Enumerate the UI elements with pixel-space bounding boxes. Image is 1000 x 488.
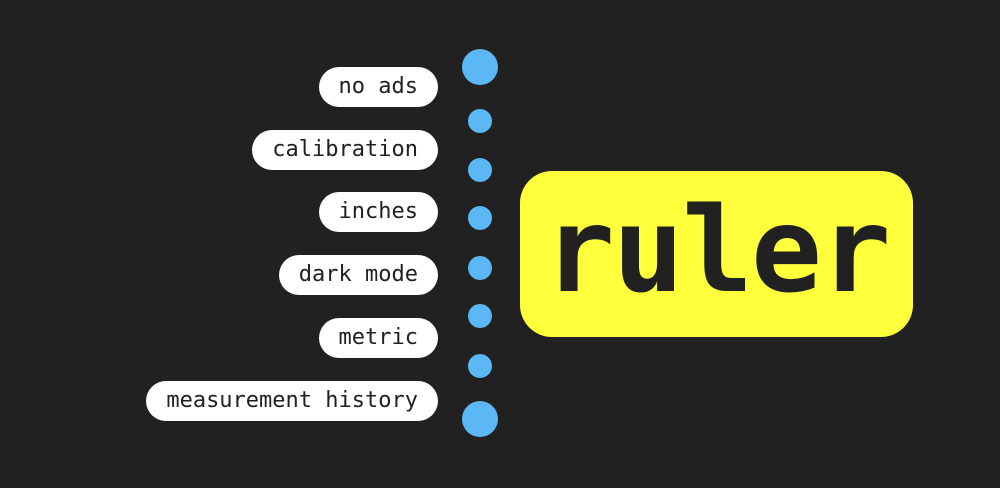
feature-measurement-history: measurement history [146, 381, 438, 421]
feature-calibration: calibration [252, 130, 438, 170]
feature-metric: metric [318, 318, 438, 358]
timeline-dot-icon [468, 206, 492, 230]
feature-no-ads: no ads [318, 67, 438, 107]
timeline-dot-icon [468, 109, 492, 133]
timeline-dot-icon [468, 158, 492, 182]
app-logo: ruler [520, 171, 913, 337]
logo-text: ruler [543, 181, 891, 319]
timeline-dot-icon [462, 401, 498, 437]
feature-inches: inches [318, 192, 438, 232]
timeline-dot-icon [468, 354, 492, 378]
feature-dark-mode: dark mode [278, 255, 438, 295]
timeline-dot-icon [468, 304, 492, 328]
timeline-dot-icon [462, 49, 498, 85]
timeline-dot-icon [468, 256, 492, 280]
